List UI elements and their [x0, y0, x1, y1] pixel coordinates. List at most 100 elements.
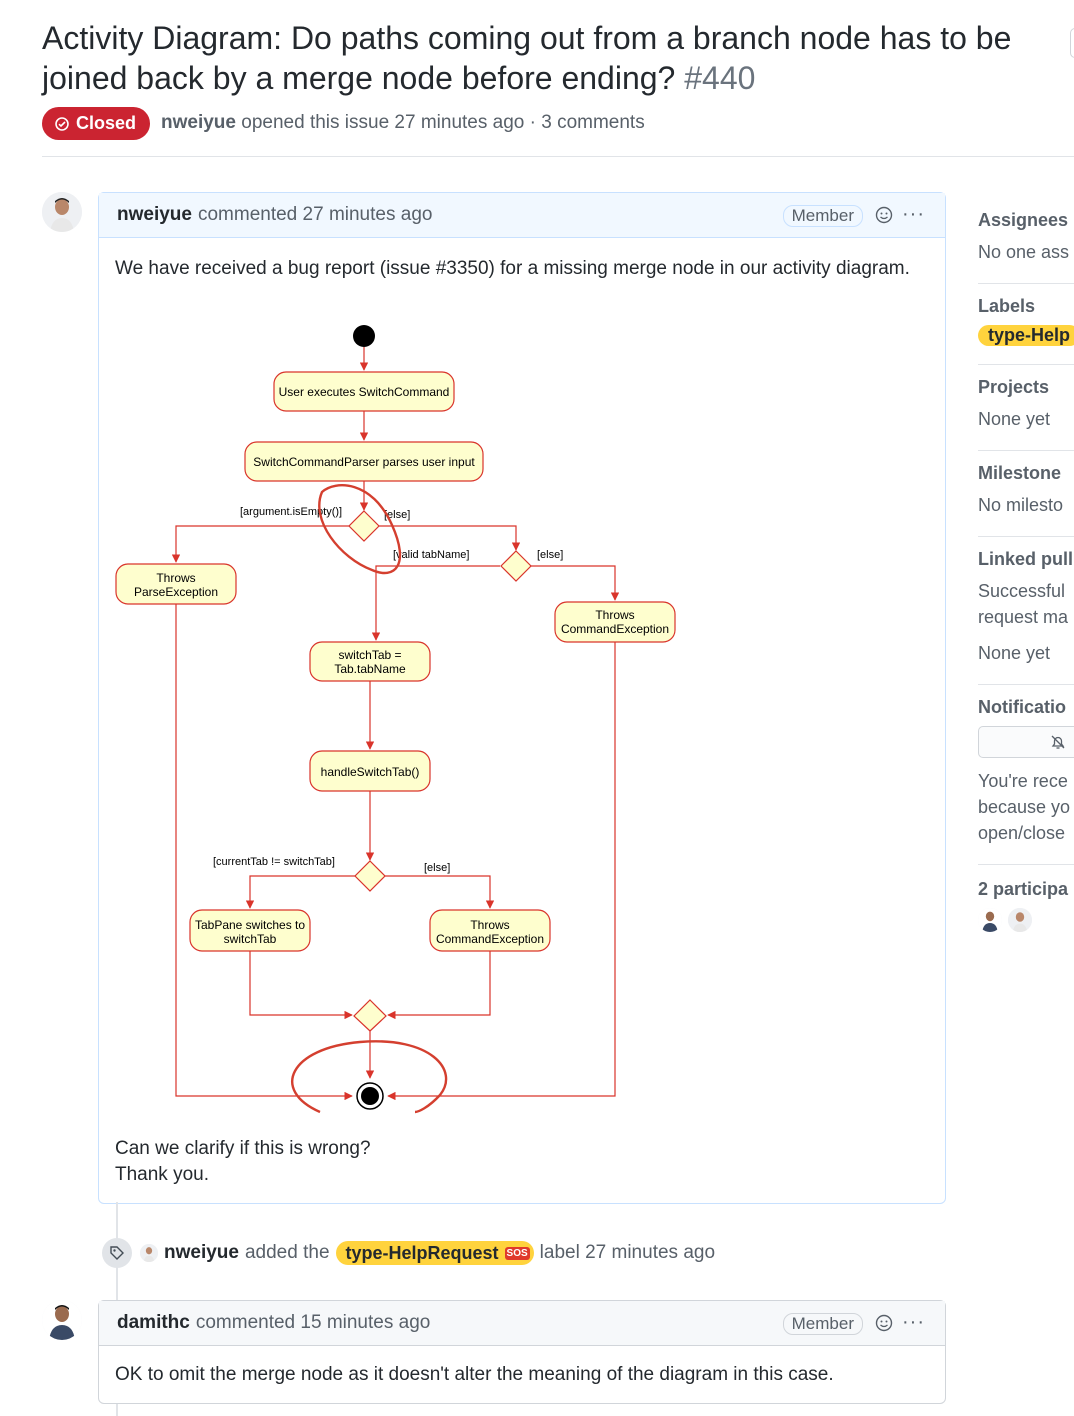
- node-tabpane: [189, 909, 311, 952]
- edit-button-edge[interactable]: [1070, 28, 1074, 58]
- sidebar-label-pill[interactable]: type-Help: [978, 325, 1074, 346]
- end-node-dot: [361, 1087, 379, 1105]
- node-switch-tab: [309, 641, 431, 682]
- decision-3: [354, 860, 386, 892]
- activity-diagram: User executes SwitchCommand SwitchComman…: [115, 325, 676, 1114]
- event-avatar[interactable]: [140, 1244, 158, 1262]
- label-cmd-ex-a2: CommandException: [561, 622, 669, 636]
- bell-slash-icon: [1051, 735, 1065, 749]
- start-node: [353, 325, 375, 347]
- guard-else-1: [else]: [384, 509, 410, 521]
- kebab-icon[interactable]: ···: [902, 203, 925, 225]
- participant-avatar-damithc[interactable]: [978, 908, 1002, 932]
- comment-1-header: nweiyue commented 27 minutes ago Member …: [99, 193, 945, 238]
- label-cmd-ex-b1: Throws: [470, 918, 509, 932]
- event-pre-text: added the: [244, 1242, 330, 1263]
- projects-value: None yet: [978, 409, 1051, 429]
- issue-author-link[interactable]: nweiyue: [161, 112, 236, 133]
- member-badge: Member: [782, 1313, 863, 1335]
- label-parser: SwitchCommandParser parses user input: [253, 455, 475, 469]
- comment-2: damithc commented 15 minutes ago Member …: [98, 1300, 946, 1404]
- tag-icon: [102, 1238, 132, 1268]
- sidebar: Assignees No one ass Labels type-Help Pr…: [978, 198, 1074, 932]
- sidebar-labels: Labels type-Help: [978, 284, 1074, 365]
- avatar-image-2: [42, 1300, 82, 1340]
- avatar-image: [42, 192, 82, 232]
- issue-meta: nweiyue opened this issue 27 minutes ago…: [161, 112, 645, 134]
- comment-author[interactable]: nweiyue: [117, 204, 192, 225]
- comment-time[interactable]: commented 27 minutes ago: [197, 204, 433, 225]
- linked-text-2: request ma: [978, 607, 1069, 627]
- comment-time[interactable]: commented 15 minutes ago: [195, 1312, 431, 1333]
- issue-title-text: Activity Diagram: Do paths coming out fr…: [42, 20, 1012, 96]
- guard-arg-empty: [argument.isEmpty()]: [240, 506, 342, 518]
- label-switch-2: Tab.tabName: [334, 662, 406, 676]
- label-parse-ex-2: ParseException: [134, 585, 218, 599]
- node-parse-exception: [115, 563, 237, 605]
- label-cmd-ex-b2: CommandException: [436, 932, 544, 946]
- comment-author[interactable]: damithc: [117, 1312, 190, 1333]
- comment-2-header: damithc commented 15 minutes ago Member …: [99, 1301, 945, 1346]
- guard-else-3: [else]: [424, 862, 450, 874]
- participant-avatar-nweiyue[interactable]: [1008, 908, 1032, 932]
- comment-1-closing: Can we clarify if this is wrong? Thank y…: [115, 1136, 371, 1188]
- node-parser: [244, 441, 484, 482]
- sidebar-projects: Projects None yet: [978, 365, 1074, 451]
- guard-else-2: [else]: [537, 549, 563, 561]
- comment-2-body: OK to omit the merge node as it doesn't …: [99, 1346, 945, 1406]
- header-divider: [42, 156, 1074, 157]
- sidebar-participants: 2 participa: [978, 865, 1074, 932]
- linked-value: None yet: [978, 643, 1051, 663]
- issue-number: #440: [684, 60, 756, 96]
- node-command-exception-a: [554, 601, 676, 643]
- projects-title[interactable]: Projects: [978, 377, 1050, 397]
- comment-1: nweiyue commented 27 minutes ago Member …: [98, 192, 946, 1204]
- notif-text-2: because yo: [978, 797, 1071, 817]
- label-tabpane-1: TabPane switches to: [195, 918, 305, 932]
- merge-node: [353, 999, 387, 1032]
- notifications-title: Notificatio: [978, 697, 1066, 717]
- event-post-text: label 27 minutes ago: [539, 1242, 716, 1263]
- annotation-circle-decision: [318, 484, 402, 575]
- notification-toggle-button[interactable]: [978, 726, 1074, 758]
- event-actor[interactable]: nweiyue: [164, 1242, 239, 1263]
- linked-title[interactable]: Linked pull: [978, 549, 1074, 569]
- smiley-icon[interactable]: [875, 1314, 893, 1332]
- avatar-nweiyue[interactable]: [42, 192, 82, 232]
- sidebar-assignees: Assignees No one ass: [978, 198, 1074, 284]
- comment-1-text-1: We have received a bug report (issue #33…: [115, 258, 910, 279]
- member-badge: Member: [782, 205, 863, 227]
- sos-icon: SOS: [504, 1246, 530, 1260]
- notif-text-1: You're rece: [978, 771, 1068, 791]
- notif-text-3: open/close: [978, 823, 1066, 843]
- issue-title: Activity Diagram: Do paths coming out fr…: [42, 18, 1052, 98]
- issue-closed-icon: [55, 116, 69, 131]
- label-event: nweiyue added the type-HelpRequest SOS l…: [140, 1241, 715, 1265]
- annotation-circle-end: [291, 1040, 448, 1114]
- labels-title[interactable]: Labels: [978, 296, 1036, 316]
- event-label-text: type-HelpRequest: [345, 1242, 499, 1263]
- decision-2: [500, 550, 532, 582]
- label-user-exec: User executes SwitchCommand: [279, 385, 450, 399]
- issue-opened-text: opened this issue 27 minutes ago · 3 com…: [241, 112, 645, 133]
- assignees-title[interactable]: Assignees: [978, 210, 1069, 230]
- label-handle: handleSwitchTab(): [321, 765, 420, 779]
- linked-text-1: Successful: [978, 581, 1066, 601]
- comment-2-text-1: OK to omit the merge node as it doesn't …: [115, 1364, 834, 1385]
- participant-avatars: [978, 908, 1074, 932]
- avatar-damithc[interactable]: [42, 1300, 82, 1340]
- node-user-exec: [273, 371, 455, 412]
- sidebar-milestone: Milestone No milesto: [978, 451, 1074, 537]
- smiley-icon[interactable]: [875, 206, 893, 224]
- comment-1-text-2: Can we clarify if this is wrong?: [115, 1138, 371, 1159]
- milestone-title[interactable]: Milestone: [978, 463, 1062, 483]
- kebab-icon[interactable]: ···: [902, 1311, 925, 1333]
- label-cmd-ex-a1: Throws: [595, 608, 634, 622]
- event-label-pill[interactable]: type-HelpRequest SOS: [335, 1241, 534, 1265]
- comment-1-text-3: Thank you.: [115, 1164, 209, 1185]
- comment-1-body: We have received a bug report (issue #33…: [99, 238, 945, 300]
- issue-state-badge: Closed: [42, 107, 151, 140]
- node-handle-switch: [309, 750, 431, 792]
- milestone-value: No milesto: [978, 495, 1064, 515]
- sidebar-notifications: Notificatio You're rece because yo open/…: [978, 685, 1074, 865]
